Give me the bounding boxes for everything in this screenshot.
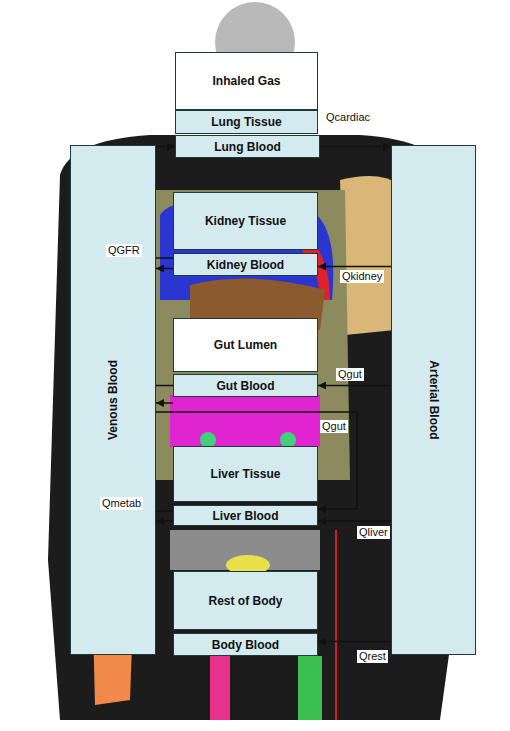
flow-connector	[320, 146, 391, 148]
femur-bone	[210, 656, 230, 720]
lung-tissue-box: Lung Tissue	[175, 110, 318, 134]
leg-artery	[335, 530, 337, 720]
flow-connector	[156, 146, 175, 148]
node-label: Gut Lumen	[214, 338, 277, 352]
kidney-tissue-box: Kidney Tissue	[173, 192, 318, 250]
node-label: Gut Blood	[217, 379, 275, 393]
gut-lumen-box: Gut Lumen	[173, 318, 318, 372]
node-label: Lung Blood	[214, 140, 281, 154]
node-label: Inhaled Gas	[212, 74, 280, 88]
flow-connector	[318, 266, 391, 268]
flow-rate-label: Qkidney	[340, 270, 384, 283]
liver-tissue-box: Liver Tissue	[173, 446, 318, 502]
lung-blood-box: Lung Blood	[175, 135, 320, 158]
node-label: Lung Tissue	[211, 115, 281, 129]
gut-blood-box: Gut Blood	[173, 374, 318, 397]
metab-rate-label: Qmetab	[100, 497, 143, 510]
node-label: Venous Blood	[106, 360, 120, 440]
gfr-rate-label: QGFR	[106, 244, 142, 257]
flow-connector	[318, 520, 391, 522]
liver-blood-box: Liver Blood	[173, 505, 318, 526]
flow-connector	[148, 386, 357, 510]
flow-rate-label: Qgut	[320, 420, 348, 433]
venous-blood-band: Venous Blood	[70, 145, 156, 655]
flow-rate-label: Qliver	[357, 526, 390, 539]
torso-cavity	[125, 190, 350, 480]
flow-rate-label: Qgut	[336, 368, 364, 381]
body-blood-box: Body Blood	[173, 633, 318, 656]
node-label: Liver Blood	[212, 509, 278, 523]
node-label: Liver Tissue	[211, 467, 281, 481]
leg-tissue	[298, 656, 322, 720]
flow-rate-label: Qrest	[357, 650, 388, 663]
kidney-blood-box: Kidney Blood	[173, 253, 318, 276]
node-label: Kidney Blood	[207, 258, 284, 272]
flow-connector	[318, 641, 391, 643]
flow-connector	[156, 268, 173, 270]
flow-rate-label: Qcardiac	[324, 111, 372, 124]
node-label: Rest of Body	[208, 594, 282, 608]
node-label: Kidney Tissue	[205, 214, 286, 228]
intestine	[170, 395, 320, 447]
flow-connector	[156, 520, 173, 522]
flow-connector	[156, 402, 173, 404]
node-label: Arterial Blood	[427, 360, 441, 439]
inhaled-gas-box: Inhaled Gas	[175, 52, 318, 110]
node-label: Body Blood	[212, 638, 279, 652]
flow-connector	[318, 385, 391, 387]
rest-of-body-box: Rest of Body	[173, 571, 318, 630]
arterial-blood-band: Arterial Blood	[391, 145, 476, 655]
